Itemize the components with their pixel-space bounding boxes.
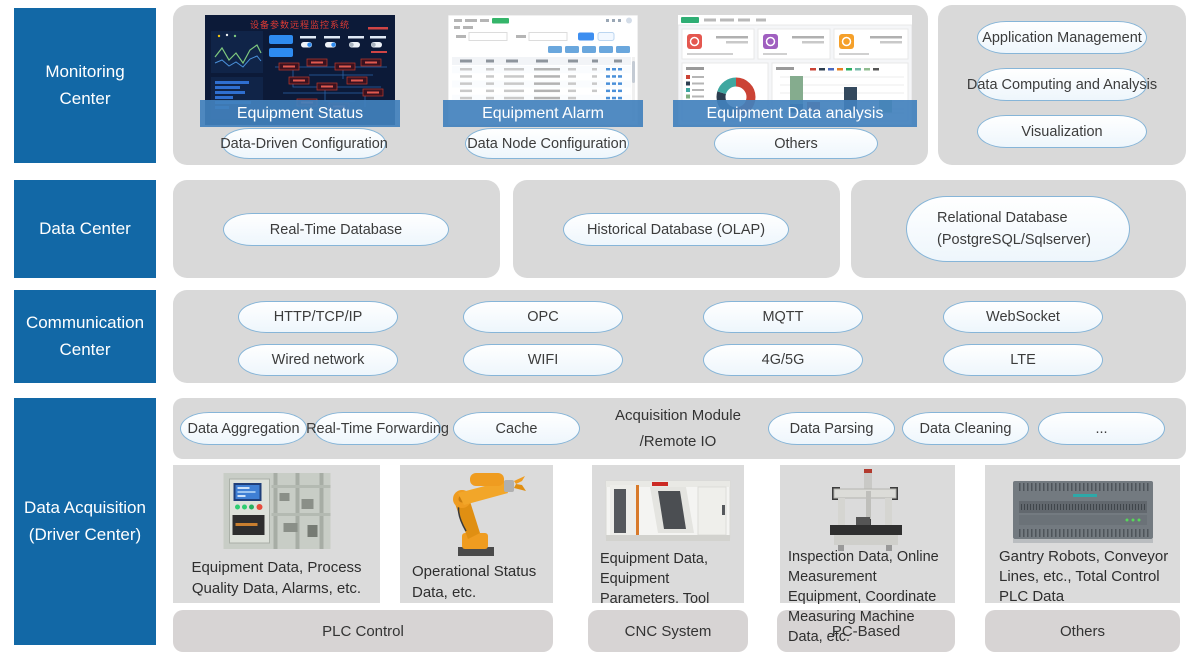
communication-panel: HTTP/TCP/IP OPC MQTT WebSocket Wired net… [173,290,1186,383]
pill-visualization: Visualization [977,115,1147,148]
screenshot-equipment-alarm: Equipment Alarm [443,15,643,127]
relational-db-line1: Relational Database [937,210,1068,226]
pill-data-node-configuration: Data Node Configuration [465,128,629,159]
relational-db-line2: (PostgreSQL/Sqlserver) [937,232,1091,248]
relational-db-panel: Relational Database (PostgreSQL/Sqlserve… [851,180,1186,278]
pill-data-aggregation: Data Aggregation [180,412,307,445]
monitoring-screens-panel: 设备参数远程监控系统 Equipment Status [173,5,928,165]
device-card-robot: Operational Status Data, etc. [400,465,553,603]
device-desc-robot: Operational Status Data, etc. [412,563,537,601]
monitoring-capabilities-panel: Application Management Data Computing an… [938,5,1186,165]
device-card-plc-station: Equipment Data, Process Quality Data, Al… [173,465,380,603]
pill-data-cleaning: Data Cleaning [902,412,1029,445]
plc-station-photo [223,473,330,554]
acquisition-module-line2: /Remote IO [639,433,717,450]
realtime-db-panel: Real-Time Database [173,180,500,278]
screenshot-equipment-data-analysis: Equipment Data analysis [673,15,917,127]
device-desc-cnc: Equipment Data, Equipment Parameters, To… [600,551,710,603]
pill-realtime-database: Real-Time Database [223,213,449,246]
cmm-photo [820,467,916,556]
device-card-cmm: Inspection Data, Online Measurement Equi… [780,465,955,645]
pill-http-tcp-ip: HTTP/TCP/IP [238,301,398,333]
category-bar-others: Others [985,610,1180,652]
acquisition-module-line1: Acquisition Module [615,407,741,424]
pill-ellipsis: ... [1038,412,1165,445]
dashboard-chinese-title: 设备参数远程监控系统 [249,20,350,30]
pill-4g-5g: 4G/5G [703,344,863,376]
device-desc-siemens-plc: Gantry Robots, Conveyor Lines, etc., Tot… [999,548,1169,605]
pill-websocket: WebSocket [943,301,1103,333]
device-card-cnc: Equipment Data, Equipment Parameters, To… [592,465,744,603]
category-bar-cnc-system: CNC System [588,610,748,652]
caption-equipment-alarm: Equipment Alarm [443,100,643,127]
device-desc-cmm: Inspection Data, Online Measurement Equi… [788,549,939,645]
pill-historical-database: Historical Database (OLAP) [563,213,789,246]
pill-opc: OPC [463,301,623,333]
caption-equipment-status: Equipment Status [200,100,400,127]
pill-wifi: WIFI [463,344,623,376]
pill-realtime-forwarding: Real-Time Forwarding [306,412,449,445]
pill-data-driven-configuration: Data-Driven Configuration [220,128,388,159]
pill-wired-network: Wired network [238,344,398,376]
pill-data-parsing: Data Parsing [768,412,895,445]
caption-equipment-data-analysis: Equipment Data analysis [673,100,917,127]
pill-lte: LTE [943,344,1103,376]
cnc-machine-photo [602,471,734,552]
device-card-siemens-plc: Gantry Robots, Conveyor Lines, etc., Tot… [985,465,1180,605]
screenshot-equipment-status: 设备参数远程监控系统 Equipment Status [200,15,400,127]
layer-label-communication-center: Communication Center [14,290,156,383]
pill-cache: Cache [453,412,580,445]
pill-relational-database: Relational Database (PostgreSQL/Sqlserve… [906,196,1130,262]
robot-arm-photo [418,467,536,564]
device-desc-plc-station: Equipment Data, Process Quality Data, Al… [191,559,362,597]
layer-label-data-center: Data Center [14,180,156,278]
acquisition-strip-panel: Data Aggregation Real-Time Forwarding Ca… [173,398,1186,459]
layer-label-monitoring-center: Monitoring Center [14,8,156,163]
category-bar-plc-control: PLC Control [173,610,553,652]
pill-mqtt: MQTT [703,301,863,333]
pill-others-monitoring: Others [714,128,878,159]
historical-db-panel: Historical Database (OLAP) [513,180,840,278]
layer-label-data-acquisition: Data Acquisition (Driver Center) [14,398,156,645]
pill-data-computing-analysis: Data Computing and Analysis [967,68,1157,101]
pill-application-management: Application Management [977,21,1147,54]
acquisition-module-text: Acquisition Module /Remote IO [593,403,763,455]
siemens-plc-photo [1007,471,1159,554]
